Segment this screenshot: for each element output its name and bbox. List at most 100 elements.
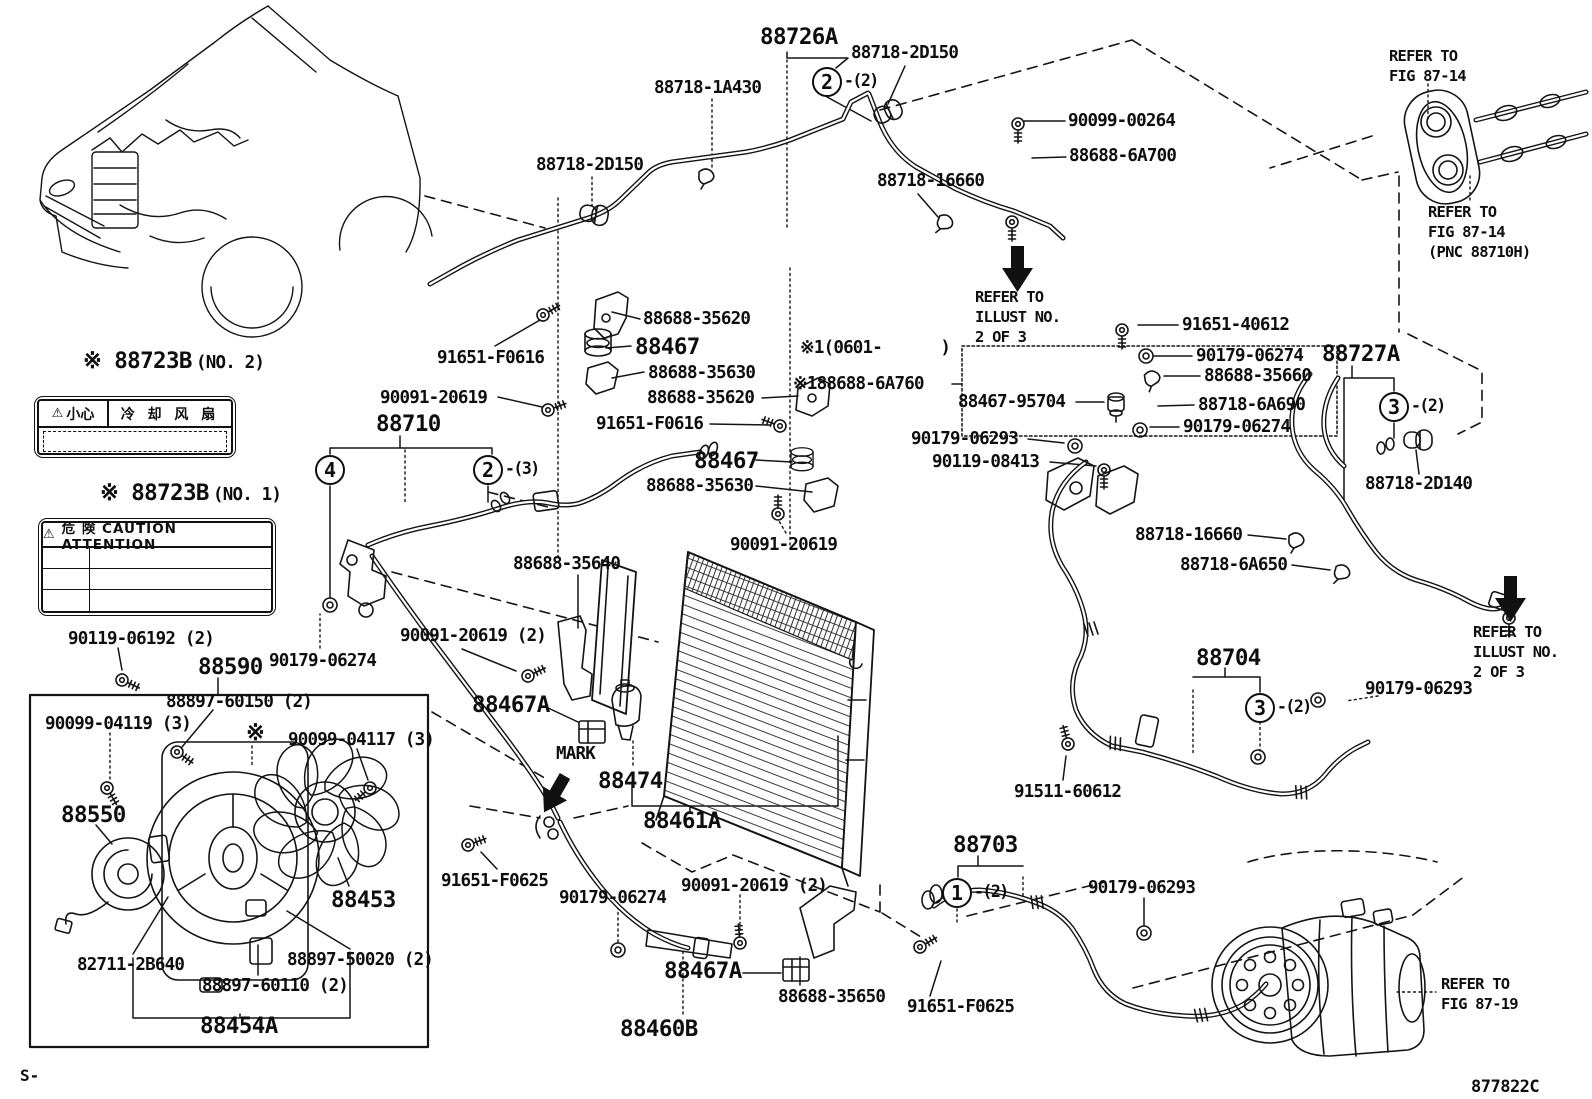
part-label: ※ — [246, 720, 265, 746]
part-label: 88718-16660 — [1135, 525, 1243, 545]
receiver-drier-88474 — [611, 679, 642, 741]
part-label: 88688-35660 — [1204, 366, 1312, 386]
drawing-code: 877822C — [1471, 1077, 1540, 1097]
part-label: 90119-08413 — [932, 452, 1040, 472]
part-label: MARK — [556, 744, 596, 764]
part-label: 90091-20619 — [730, 535, 838, 555]
part-label: ※1(0601- ) — [800, 338, 951, 358]
part-label: 88467A — [664, 958, 742, 984]
part-label: 88688-35630 — [646, 476, 754, 496]
part-label: 88718-2D150 — [536, 155, 644, 175]
part-label: 90179-06274 — [1183, 417, 1291, 437]
part-label: 88688-35640 — [513, 554, 621, 574]
part-label: 88467A — [472, 692, 550, 718]
part-label: 88467-95704 — [958, 392, 1066, 412]
part-label: ※ 88723B — [100, 480, 209, 506]
callout-number: 2 — [473, 455, 503, 485]
reference-note: REFER TO ILLUST NO. 2 OF 3 — [975, 288, 1061, 347]
part-label: 90179-06293 — [1365, 679, 1473, 699]
part-label: 90179-06274 — [269, 651, 377, 671]
part-label: (NO. 2) — [196, 353, 265, 373]
part-label: 88710 — [376, 411, 441, 437]
part-label: 90091-20619 — [380, 388, 488, 408]
part-label: 88718-6A690 — [1198, 395, 1306, 415]
callout-suffix: -(2) — [1277, 697, 1312, 716]
part-label: (NO. 1) — [213, 485, 282, 505]
part-label: 91651-40612 — [1182, 315, 1290, 335]
part-label: 82711-2B640 — [77, 955, 185, 975]
part-label: 90091-20619 (2) — [681, 876, 828, 896]
callout-suffix: -(3) — [505, 459, 540, 478]
part-label: 88467 — [635, 334, 700, 360]
callout-suffix: -(2) — [974, 882, 1009, 901]
grommet-87-14 — [1403, 89, 1567, 205]
warning-plate-no2: ⚠小心 冷 却 风 扇 — [34, 396, 236, 458]
part-label: 88461A — [643, 808, 721, 834]
condenser-88461A — [591, 551, 875, 887]
part-label: 90099-00264 — [1068, 111, 1176, 131]
part-label: 91651-F0616 — [437, 348, 545, 368]
part-label: 90179-06274 — [559, 888, 667, 908]
part-label: 88453 — [331, 887, 396, 913]
fan-assembly-box — [28, 693, 430, 1049]
callout-number: 2 — [812, 67, 842, 97]
part-label: 88704 — [1196, 645, 1261, 671]
part-label: 88460B — [620, 1016, 698, 1042]
caution-plate-no1-table — [43, 548, 271, 611]
part-label: 88688-35650 — [778, 987, 886, 1007]
reference-note: REFER TO FIG 87-19 — [1441, 975, 1519, 1014]
callout-number: 4 — [315, 455, 345, 485]
part-label: 88550 — [61, 802, 126, 828]
part-label: ※188688-6A760 — [793, 374, 925, 394]
reference-note: REFER TO FIG 87-14 (PNC 88710H) — [1428, 203, 1531, 262]
part-label: 88703 — [953, 832, 1018, 858]
vehicle-sketch — [39, 5, 433, 338]
callout-suffix: -(2) — [1411, 396, 1446, 415]
part-label: 91651-F0616 — [596, 414, 704, 434]
part-label: 88718-1A430 — [654, 78, 762, 98]
part-label: 90099-04119 (3) — [45, 714, 192, 734]
part-label: 88718-16660 — [877, 171, 985, 191]
caution-plate-no1: ⚠危 険 CAUTION ATTENTION — [38, 518, 276, 616]
part-label: 88897-60150 (2) — [166, 692, 313, 712]
part-label: 88467 — [694, 448, 759, 474]
callout-number: 1 — [942, 878, 972, 908]
part-label: 88688-6A700 — [1069, 146, 1177, 166]
part-label: 88590 — [198, 654, 263, 680]
part-label: 90091-20619 (2) — [400, 626, 547, 646]
part-label: 90179-06293 — [911, 429, 1019, 449]
sheet-mark: S- — [20, 1066, 40, 1085]
callout-suffix: -(2) — [844, 71, 879, 90]
part-label: 88718-2D150 — [851, 43, 959, 63]
part-label: 88454A — [200, 1013, 278, 1039]
compressor — [1211, 897, 1426, 1057]
hardware-group-box — [961, 345, 1338, 437]
warning-plate-no2-cell2: 冷 却 风 扇 — [120, 406, 220, 423]
part-label: 88474 — [598, 768, 663, 794]
warning-plate-no2-cell1: ⚠小心 — [39, 401, 109, 426]
warning-plate-no2-blank — [43, 431, 227, 452]
fan-motor-88550 — [54, 837, 165, 934]
part-label: 91511-60612 — [1014, 782, 1122, 802]
part-label: 88718-6A650 — [1180, 555, 1288, 575]
part-label: 91651-F0625 — [907, 997, 1015, 1017]
part-label: 88727A — [1322, 341, 1400, 367]
part-label: 91651-F0625 — [441, 871, 549, 891]
part-label: 90179-06274 — [1196, 346, 1304, 366]
part-label: 88897-60110 (2) — [202, 976, 349, 996]
part-label: 88688-35630 — [648, 363, 756, 383]
caution-plate-no1-header: ⚠危 険 CAUTION ATTENTION — [43, 523, 271, 553]
reference-note: REFER TO ILLUST NO. 2 OF 3 — [1473, 623, 1559, 682]
warning-triangle-icon: ⚠ — [43, 527, 56, 542]
reference-note: REFER TO FIG 87-14 — [1389, 47, 1467, 86]
fan-shroud-88590 — [146, 741, 320, 993]
part-label: 88718-2D140 — [1365, 474, 1473, 494]
part-label: 88688-35620 — [643, 309, 751, 329]
fan-blade-88453 — [246, 729, 409, 894]
part-label: 88688-35620 — [647, 388, 755, 408]
callout-number: 3 — [1245, 693, 1275, 723]
warning-triangle-icon: ⚠ — [51, 406, 64, 421]
part-label: 88897-50020 (2) — [287, 950, 434, 970]
